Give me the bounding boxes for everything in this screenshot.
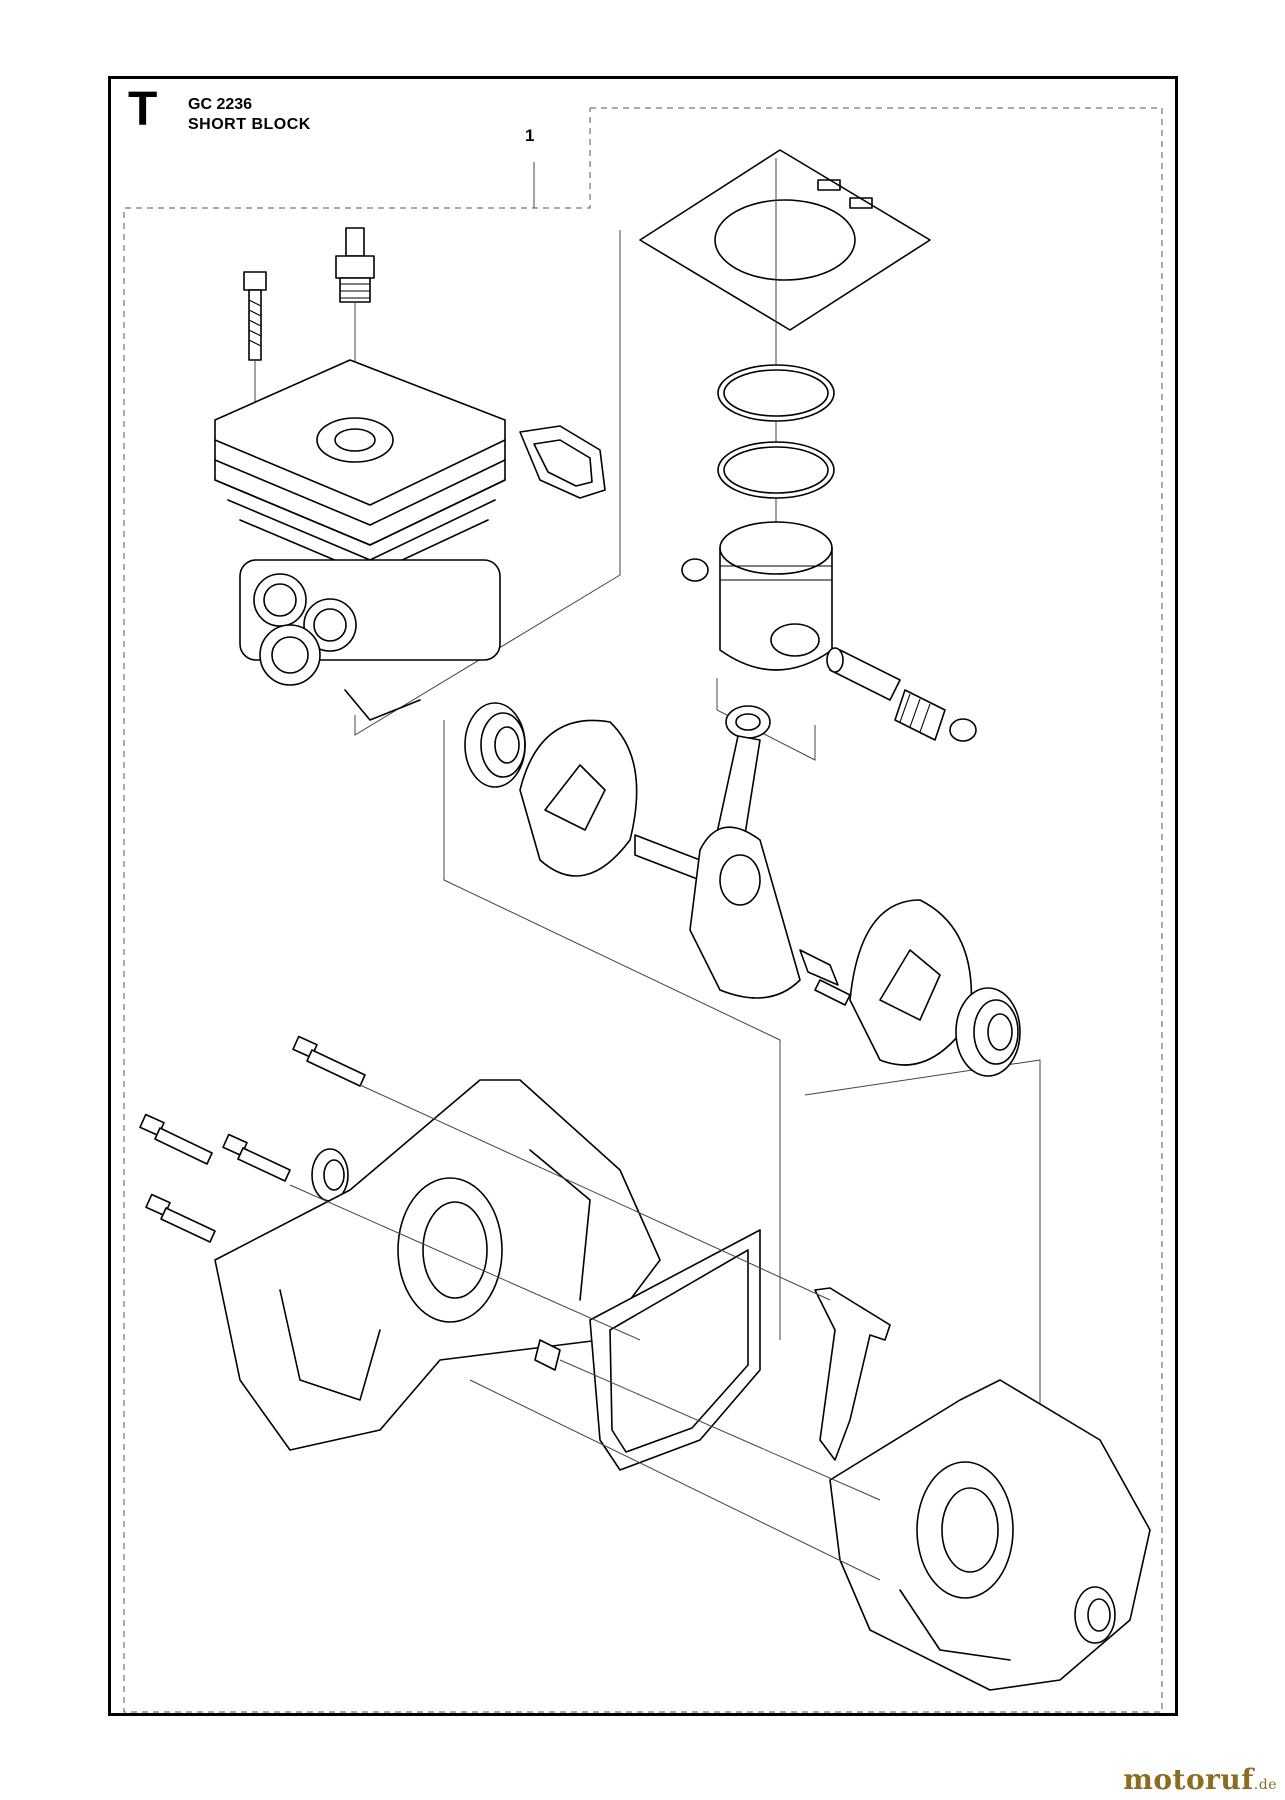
crank-cheek-right-icon [849,899,973,1066]
circlip-right-icon [949,718,977,742]
crankcase-gasket-icon [589,1229,761,1471]
piston-ring-icon [717,364,835,499]
circlip-left-icon [681,558,709,582]
piston-bracket [716,678,816,761]
exhaust-gasket-icon [519,425,606,499]
crank-bracket [443,720,781,1340]
crank-bearing-left-icon [464,702,526,788]
crank-bearing-right-icon [955,987,1021,1077]
callout-1: 1 [525,126,535,145]
piston-icon [719,521,833,671]
model-number: GC 2236 [188,96,253,113]
crankcase-right-bracket [804,1059,1041,1490]
crankcase-leader-2 [289,1184,641,1341]
crankcase-leader-4 [559,1359,881,1501]
crank-cheek-left-icon [519,719,638,877]
cylinder-icon [214,359,506,721]
piston-pin-icon [826,647,901,701]
spark-plug-icon [335,227,375,420]
crankcase-bolt-icon [139,1035,366,1243]
crankcase-leader-3 [469,1379,881,1581]
crankshaft-icon [634,826,851,1006]
watermark-tld: .de [1253,1777,1277,1793]
watermark-brand: motoruf [1123,1763,1254,1796]
assembly-title: SHORT BLOCK [188,116,311,133]
assembly-group-outline [123,107,1163,1713]
oil-seal-right-icon [1074,1586,1116,1644]
crankcase-right-icon [829,1379,1151,1691]
crankcase-left-icon [214,1079,661,1451]
diagram-frame [108,76,1178,1716]
section-letter: T [128,83,158,136]
watermark-logo: motoruf.de [1123,1763,1277,1796]
needle-bearing-icon [894,689,946,741]
crankcase-leader-1 [359,1084,831,1301]
mounting-bracket-icon [814,1287,891,1461]
cylinder-screw-icon [243,271,267,440]
